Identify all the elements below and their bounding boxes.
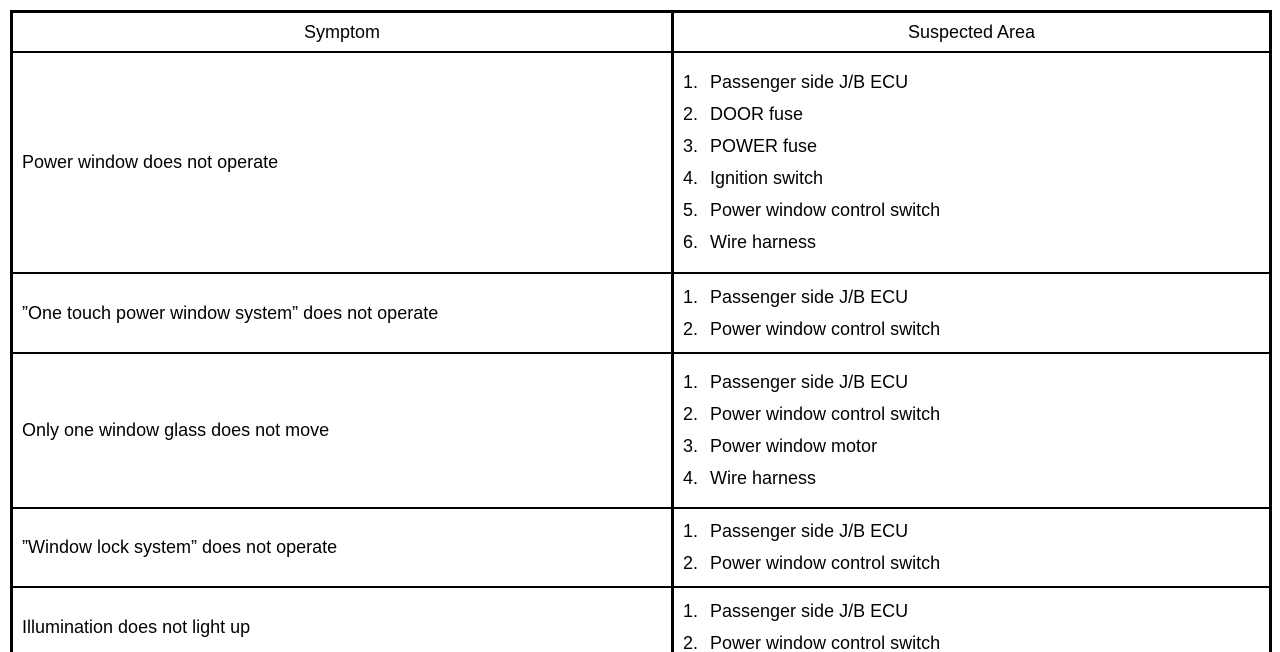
suspected-area-item: 3. POWER fuse [683,131,1265,163]
suspected-area-item: 2. Power window control switch [683,548,1265,580]
list-number: 2. [683,404,699,424]
symptom-troubleshooting-table: Symptom Suspected Area Power window does… [10,10,1272,652]
table-row: ”Window lock system” does not operate 1.… [10,507,1272,588]
list-number: 2. [683,318,699,339]
list-number: 4. [683,468,699,488]
list-number: 1. [683,286,699,307]
suspected-area-item: 6. Wire harness [683,227,1265,259]
suspected-area-text: Passenger side J/B ECU [710,72,909,92]
suspected-area-item: 1. Passenger side J/B ECU [683,516,1265,548]
table-row: Power window does not operate 1. Passenge… [10,51,1272,274]
table-row: ”One touch power window system” does not… [10,272,1272,354]
suspected-area-text: Passenger side J/B ECU [710,372,909,392]
list-number: 1. [683,72,699,92]
suspected-area-cell: 1. Passenger side J/B ECU 2. Power window c… [671,272,1272,354]
symptom-column-header: Symptom [10,10,674,53]
symptom-cell: ”Window lock system” does not operate [10,507,674,588]
suspected-area-item: 4. Ignition switch [683,163,1265,195]
suspected-area-item: 1. Passenger side J/B ECU [683,67,1265,99]
suspected-area-text: Power window control switch [710,632,941,652]
list-number: 2. [683,104,699,124]
suspected-area-list: 1. Passenger side J/B ECU 2. DOOR fuse 3. POW… [683,67,1265,259]
list-number: 5. [683,200,699,220]
symptom-cell: Only one window glass does not move [10,352,674,509]
suspected-area-text: Power window control switch [710,553,941,573]
suspected-area-item: 1. Passenger side J/B ECU [683,281,1265,313]
header-row: Symptom Suspected Area [10,10,1272,53]
suspected-area-text: Passenger side J/B ECU [710,286,909,307]
suspected-area-cell: 1. Passenger side J/B ECU 2. Power window c… [671,586,1272,652]
suspected-area-item: 5. Power window control switch [683,195,1265,227]
suspected-area-text: Wire harness [710,468,817,488]
suspected-area-text: Passenger side J/B ECU [710,521,909,541]
table-row: Illumination does not light up 1. Passeng… [10,586,1272,652]
symptom-cell: ”One touch power window system” does not… [10,272,674,354]
suspected-area-item: 3. Power window motor [683,431,1265,463]
suspected-area-item: 2. Power window control switch [683,627,1265,652]
suspected-area-item: 2. Power window control switch [683,313,1265,345]
suspected-area-list: 1. Passenger side J/B ECU 2. Power window c… [683,281,1265,345]
suspected-area-item: 1. Passenger side J/B ECU [683,595,1265,627]
suspected-area-item: 4. Wire harness [683,463,1265,495]
symptom-cell: Illumination does not light up [10,586,674,652]
suspected-area-item: 1. Passenger side J/B ECU [683,367,1265,399]
suspected-area-list: 1. Passenger side J/B ECU 2. Power window c… [683,367,1265,495]
suspected-area-list: 1. Passenger side J/B ECU 2. Power window c… [683,595,1265,652]
suspected-area-cell: 1. Passenger side J/B ECU 2. Power window c… [671,352,1272,509]
suspected-area-cell: 1. Passenger side J/B ECU 2. DOOR fuse 3. POW… [671,51,1272,274]
suspected-area-cell: 1. Passenger side J/B ECU 2. Power window c… [671,507,1272,588]
suspected-area-text: DOOR fuse [710,104,804,124]
suspected-area-text: Passenger side J/B ECU [710,600,909,621]
list-number: 1. [683,600,699,621]
suspected-area-text: Power window motor [710,436,878,456]
list-number: 1. [683,372,699,392]
suspected-area-text: Wire harness [710,232,817,252]
suspected-area-text: POWER fuse [710,136,818,156]
suspected-area-text: Ignition switch [710,168,824,188]
table-row: Only one window glass does not move 1. Pa… [10,352,1272,509]
suspected-area-item: 2. DOOR fuse [683,99,1265,131]
suspected-area-text: Power window control switch [710,200,941,220]
suspected-area-list: 1. Passenger side J/B ECU 2. Power window c… [683,516,1265,580]
suspected-area-text: Power window control switch [710,404,941,424]
list-number: 1. [683,521,699,541]
list-number: 3. [683,436,699,456]
suspected-area-column-header: Suspected Area [671,10,1272,53]
list-number: 4. [683,168,699,188]
suspected-area-item: 2. Power window control switch [683,399,1265,431]
list-number: 2. [683,632,699,652]
suspected-area-text: Power window control switch [710,318,941,339]
list-number: 6. [683,232,699,252]
symptom-cell: Power window does not operate [10,51,674,274]
list-number: 2. [683,553,699,573]
list-number: 3. [683,136,699,156]
